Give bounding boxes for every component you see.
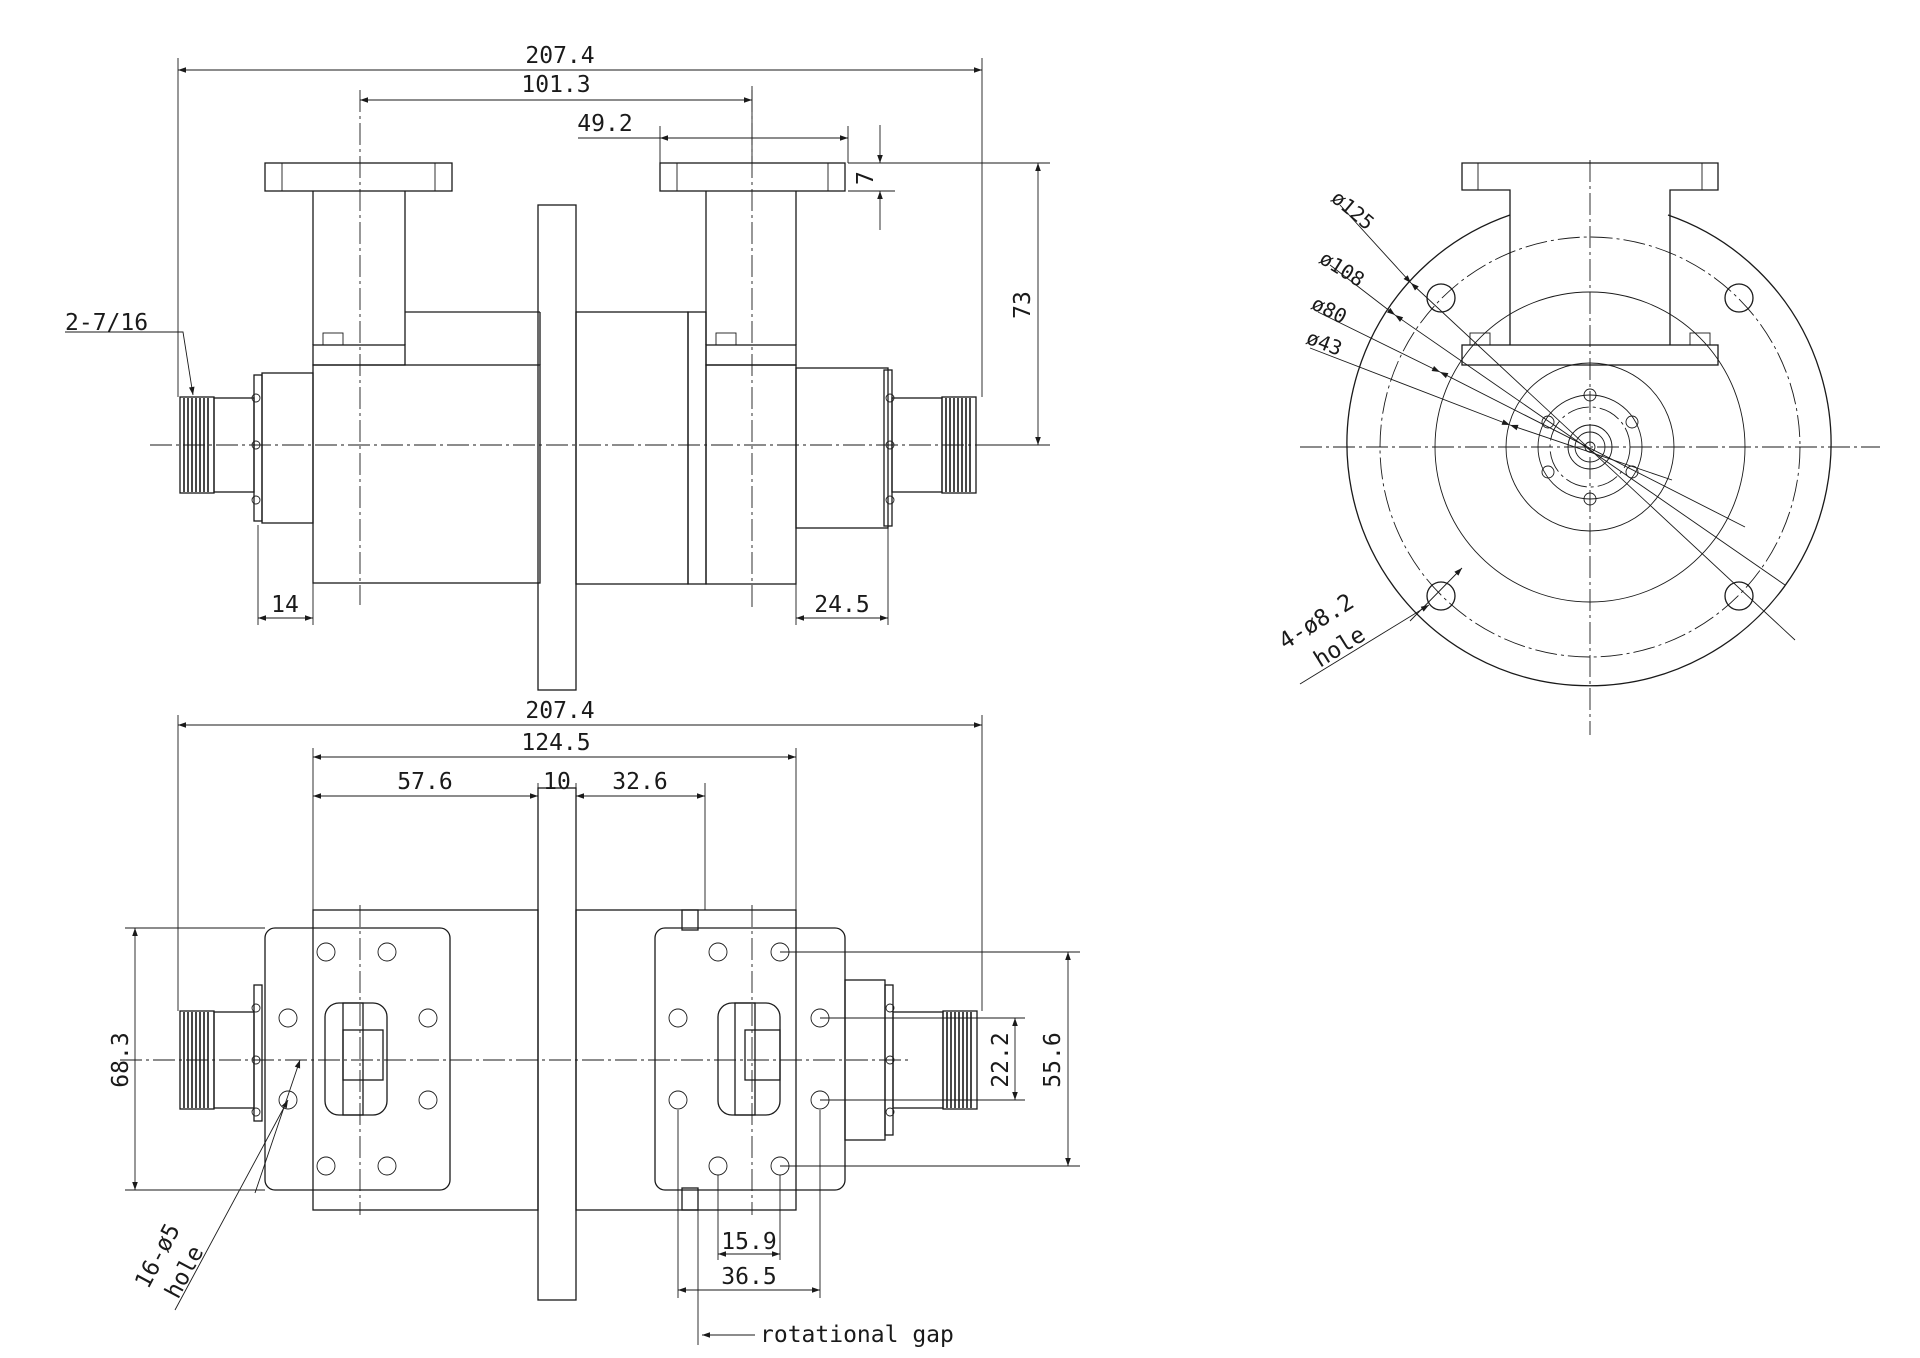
side-view: 207.4 101.3 49.2 7 73 2-7/16 14 24. xyxy=(65,43,1050,691)
dia-125-label: ø125 xyxy=(1327,185,1379,234)
left-connector-thread xyxy=(179,396,215,494)
top-dim-body-length: 124.5 xyxy=(521,730,590,756)
top-dim-hole-spacing: 55.6 xyxy=(1040,1032,1066,1087)
left-flange-holes xyxy=(278,942,438,1176)
dia-80-label: ø80 xyxy=(1308,291,1351,329)
dim-right-connector: 24.5 xyxy=(814,592,869,618)
dim-flange-thickness: 7 xyxy=(853,171,879,185)
top-dim-gap-width: 15.9 xyxy=(721,1229,776,1255)
top-dim-left-len: 57.6 xyxy=(397,769,452,795)
dim-overall-length: 207.4 xyxy=(525,43,594,69)
dim-flange-spacing: 101.3 xyxy=(521,72,590,98)
dia-43-label: ø43 xyxy=(1303,325,1345,360)
right-flange-holes xyxy=(668,942,830,1176)
top-dim-overall-length: 207.4 xyxy=(525,698,594,724)
dim-left-connector: 14 xyxy=(271,592,299,618)
top-dim-rotor-thickness: 10 xyxy=(543,769,571,795)
right-connector-thread xyxy=(941,396,977,494)
top-dim-right-len: 32.6 xyxy=(612,769,667,795)
top-dim-gap-total: 36.5 xyxy=(721,1264,776,1290)
top-view: 207.4 124.5 57.6 10 32.6 68.3 55.6 22.2 xyxy=(108,698,1080,1348)
end-view: ø125 ø108 ø80 ø43 4-ø8.2 hole xyxy=(1274,160,1880,735)
left-connector-thread-top xyxy=(179,1010,215,1110)
top-dim-flange-height: 68.3 xyxy=(108,1032,134,1087)
dim-flange-width: 49.2 xyxy=(577,111,632,137)
top-dim-center-spacing: 22.2 xyxy=(988,1032,1014,1087)
dia-108-label: ø108 xyxy=(1315,246,1369,292)
rotational-gap-label: rotational gap xyxy=(760,1322,954,1348)
right-connector-thread-top xyxy=(942,1010,978,1110)
dim-height-to-axis: 73 xyxy=(1010,291,1036,319)
